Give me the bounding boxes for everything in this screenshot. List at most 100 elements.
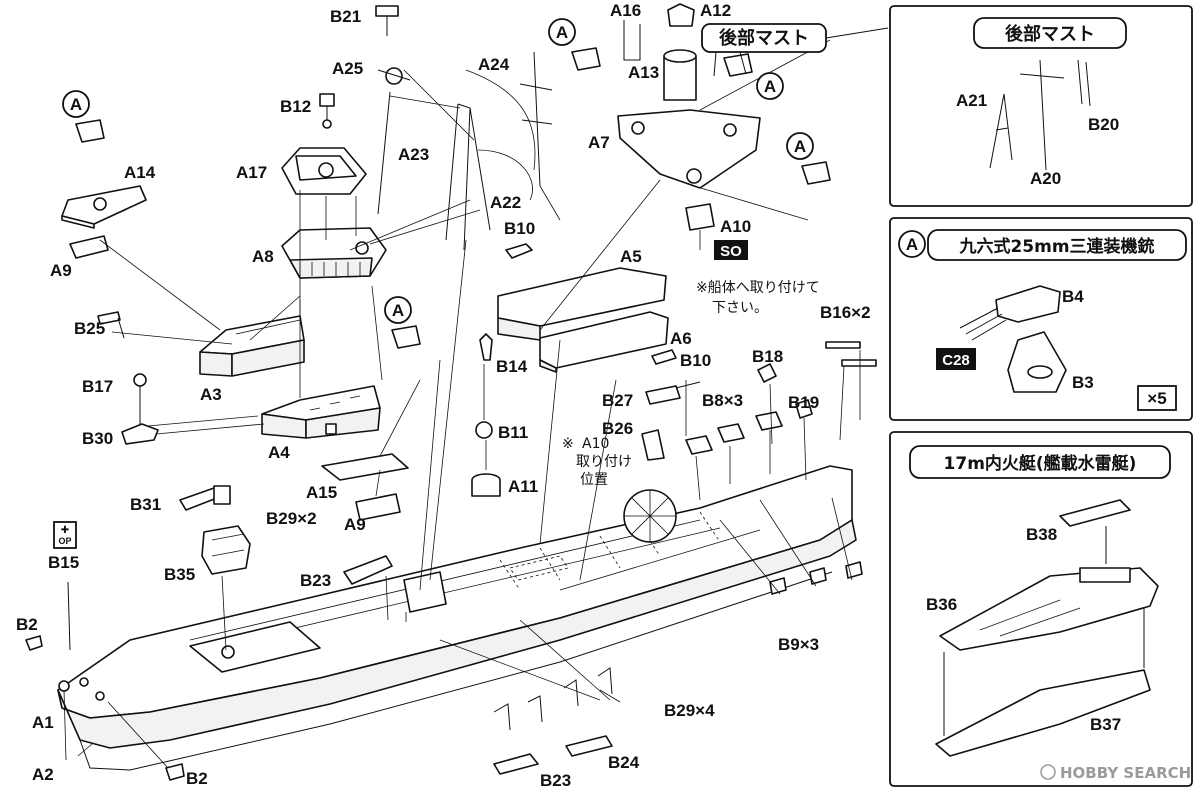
tripod-a22 <box>445 103 491 251</box>
panel-aft-mast-title: 後部マスト <box>1005 23 1095 45</box>
boat-b23-deck <box>343 555 393 585</box>
label-b11: B11 <box>498 423 528 442</box>
a10-note-line2: 取り付け <box>576 454 632 470</box>
label-b24: B24 <box>608 753 640 772</box>
label-a12: A12 <box>700 1 731 20</box>
label-b30: B30 <box>82 429 113 448</box>
label-a9: A9 <box>50 261 72 280</box>
svg-text:A: A <box>764 77 776 96</box>
label-b20: B20 <box>1088 115 1119 134</box>
label-b26: B26 <box>602 419 633 438</box>
svg-text:A: A <box>392 301 404 320</box>
watermark: HOBBY SEARCH <box>1040 764 1191 782</box>
label-a6: A6 <box>670 329 692 348</box>
label-b25: B25 <box>74 319 105 338</box>
label-a17: A17 <box>236 163 267 182</box>
part-b35 <box>201 525 251 575</box>
part-a9-right <box>355 493 401 521</box>
part-b19 <box>795 399 813 419</box>
label-b9x3: B9×3 <box>778 635 819 654</box>
label-a16: A16 <box>610 1 641 20</box>
label-a22: A22 <box>490 193 521 212</box>
label-b2: B2 <box>16 615 38 634</box>
part-a13 <box>663 49 697 101</box>
label-a5: A5 <box>620 247 642 266</box>
part-a5 <box>497 267 667 341</box>
label-b37: B37 <box>1090 715 1121 734</box>
part-labels: B21 A25 A24 B12 A23 A14 A17 A22 A9 A8 B2… <box>16 1 871 790</box>
part-b10-lower <box>651 349 677 365</box>
label-b2-aft: B2 <box>186 769 208 788</box>
label-b29x4: B29×4 <box>664 701 715 720</box>
label-a4: A4 <box>268 443 290 462</box>
part-b12 <box>319 93 335 129</box>
panel-gun-mount: A 九六式25mm三連装機銃 B4 C28 B3 ×5 <box>889 217 1193 421</box>
label-b15: B15 <box>48 553 79 572</box>
bridge-top-a17 <box>281 147 367 195</box>
label-a20: A20 <box>1030 169 1061 188</box>
svg-text:A: A <box>794 137 806 156</box>
hull-note-line2: 下さい。 <box>712 300 768 316</box>
davits-b29 <box>493 667 613 731</box>
label-a13: A13 <box>628 63 659 82</box>
label-a10: A10 <box>720 217 751 236</box>
label-b38: B38 <box>1026 525 1057 544</box>
label-a2: A2 <box>32 765 54 784</box>
part-b25 <box>97 311 125 339</box>
label-b10-lower: B10 <box>680 351 711 370</box>
label-b12: B12 <box>280 97 311 116</box>
mast-pole-a23 <box>377 91 391 215</box>
label-b8x3: B8×3 <box>702 391 743 410</box>
svg-text:✚: ✚ <box>61 525 69 536</box>
panel-gun-mark: A <box>906 235 918 254</box>
gun-mount-a-3: A <box>548 18 601 71</box>
svg-text:A: A <box>556 23 568 42</box>
panel-gun-title: 九六式25mm三連装機銃 <box>958 236 1154 257</box>
hull-note-line1: ※船体へ取り付けて <box>696 280 820 296</box>
bridge-a8 <box>281 227 387 279</box>
part-b31 <box>179 485 231 511</box>
deckhouse-a4 <box>261 385 381 439</box>
boat-b24 <box>565 735 613 757</box>
label-x5: ×5 <box>1147 389 1166 408</box>
svg-text:OP: OP <box>58 536 71 546</box>
part-a15 <box>321 453 409 481</box>
label-b29x2: B29×2 <box>266 509 317 528</box>
svg-text:A: A <box>70 95 82 114</box>
part-b9-set <box>769 561 863 595</box>
aft-mast-callout: 後部マスト <box>701 23 889 77</box>
label-b18: B18 <box>752 347 783 366</box>
label-b14: B14 <box>496 357 528 376</box>
platform-a14 <box>61 185 147 229</box>
leader-lines <box>63 39 861 769</box>
part-b10-upper <box>505 243 533 259</box>
part-b21 <box>375 5 399 36</box>
part-a25 <box>377 67 411 85</box>
mast-a24 <box>519 51 553 187</box>
part-b2-fore <box>25 635 43 651</box>
label-a8: A8 <box>252 247 274 266</box>
label-a7: A7 <box>588 133 610 152</box>
label-b23: B23 <box>300 571 331 590</box>
a10-note-mark: ※ <box>562 436 574 452</box>
panel-aft-mast: 後部マスト A21 B20 A20 <box>889 5 1193 207</box>
label-a15: A15 <box>306 483 337 502</box>
part-a6 <box>539 311 669 373</box>
label-a11: A11 <box>508 477 538 496</box>
label-b23-bottom: B23 <box>540 771 571 790</box>
part-base-block <box>403 571 447 613</box>
label-b19: B19 <box>788 393 819 412</box>
label-a21: A21 <box>956 91 987 110</box>
part-b11 <box>475 421 493 439</box>
panel-motor-boat: 17m内火艇(艦載水雷艇) B38 B36 B37 <box>889 431 1193 787</box>
label-a23: A23 <box>398 145 429 164</box>
part-a12 <box>667 3 695 27</box>
part-b27 <box>645 381 701 405</box>
part-b14 <box>479 333 493 361</box>
svg-text:HOBBY SEARCH: HOBBY SEARCH <box>1060 764 1191 782</box>
svg-text:SO: SO <box>720 243 742 260</box>
part-b18 <box>757 363 777 383</box>
hull-a1 <box>57 465 857 771</box>
a10-note-line3: 位置 <box>580 472 608 488</box>
